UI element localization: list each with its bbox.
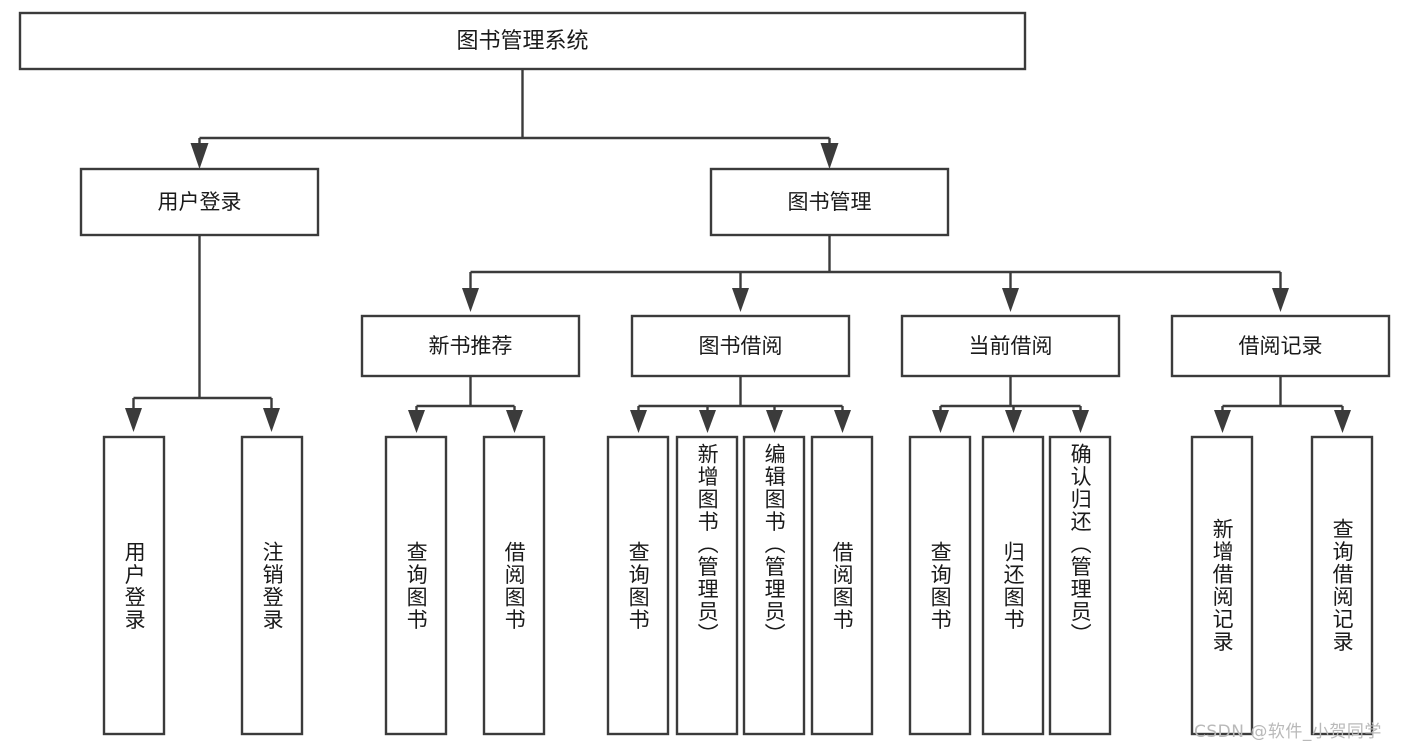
arrowhead-leaf-edit-book bbox=[766, 410, 783, 433]
connector-group-borrow-record bbox=[1214, 376, 1351, 433]
node-leaf-query-borrow-record-box[interactable] bbox=[1310, 435, 1374, 736]
node-book-borrow-box[interactable] bbox=[630, 314, 851, 378]
connector-group-current-borrow bbox=[932, 376, 1089, 433]
arrowhead-leaf-add-borrow-record bbox=[1214, 410, 1231, 433]
arrowhead-leaf-return-book bbox=[1005, 410, 1022, 433]
arrowhead-leaf-borrow-book-2 bbox=[834, 410, 851, 433]
arrowhead-leaf-add-book bbox=[699, 410, 716, 433]
arrowhead-new-book-recommend bbox=[462, 288, 479, 312]
node-book-manage-box[interactable] bbox=[709, 167, 950, 237]
node-user-login[interactable]: 用户登录 bbox=[79, 167, 320, 237]
node-leaf-borrow-book-1-box[interactable] bbox=[482, 435, 546, 736]
node-borrow-record-label: 借阅记录 bbox=[1239, 334, 1323, 358]
leaf-box-group bbox=[102, 435, 1374, 736]
node-user-login-label: 用户登录 bbox=[158, 190, 242, 214]
node-book-manage[interactable]: 图书管理 bbox=[709, 167, 950, 237]
node-root-box[interactable] bbox=[18, 11, 1027, 71]
node-new-book-recommend-label: 新书推荐 bbox=[429, 334, 513, 358]
node-leaf-add-book-box[interactable] bbox=[675, 435, 739, 736]
arrowhead-leaf-user-login bbox=[125, 408, 142, 432]
arrowhead-root-to-book-manage bbox=[820, 143, 839, 169]
node-book-borrow[interactable]: 图书借阅 bbox=[630, 314, 851, 378]
connector-group-book-manage bbox=[462, 235, 1289, 312]
node-leaf-query-book-1-box[interactable] bbox=[384, 435, 448, 736]
arrowhead-leaf-logout-login bbox=[263, 408, 280, 432]
arrowhead-current-borrow bbox=[1002, 288, 1019, 312]
arrowhead-borrow-record bbox=[1272, 288, 1289, 312]
node-leaf-query-book-3-box[interactable] bbox=[908, 435, 972, 736]
node-book-manage-label: 图书管理 bbox=[788, 190, 872, 214]
connector-group-new-book-recommend bbox=[408, 376, 523, 433]
arrowhead-leaf-confirm-return bbox=[1072, 410, 1089, 433]
node-borrow-record-box[interactable] bbox=[1170, 314, 1391, 378]
node-leaf-return-book-box[interactable] bbox=[981, 435, 1045, 736]
arrowhead-root-to-user-login bbox=[190, 143, 209, 169]
node-borrow-record[interactable]: 借阅记录 bbox=[1170, 314, 1391, 378]
node-current-borrow-box[interactable] bbox=[900, 314, 1121, 378]
arrowhead-leaf-query-book-2 bbox=[630, 410, 647, 433]
node-leaf-confirm-return-box[interactable] bbox=[1048, 435, 1112, 736]
arrowhead-leaf-borrow-book-1 bbox=[506, 410, 523, 433]
node-root[interactable]: 图书管理系统 bbox=[18, 11, 1027, 71]
arrowhead-book-borrow bbox=[732, 288, 749, 312]
arrowhead-leaf-query-book-3 bbox=[932, 410, 949, 433]
node-leaf-add-borrow-record-box[interactable] bbox=[1190, 435, 1254, 736]
node-book-borrow-label: 图书借阅 bbox=[699, 334, 783, 358]
connector-group-root bbox=[190, 69, 839, 169]
node-root-label: 图书管理系统 bbox=[456, 29, 588, 54]
connector-group-user-login bbox=[125, 235, 280, 432]
node-leaf-user-login-box[interactable] bbox=[102, 435, 166, 736]
node-new-book-recommend-box[interactable] bbox=[360, 314, 581, 378]
node-leaf-borrow-book-2-box[interactable] bbox=[810, 435, 874, 736]
arrowhead-leaf-query-borrow-record bbox=[1334, 410, 1351, 433]
node-leaf-logout-login-box[interactable] bbox=[240, 435, 304, 736]
node-leaf-query-book-2-box[interactable] bbox=[606, 435, 670, 736]
node-current-borrow[interactable]: 当前借阅 bbox=[900, 314, 1121, 378]
node-new-book-recommend[interactable]: 新书推荐 bbox=[360, 314, 581, 378]
node-leaf-edit-book-box[interactable] bbox=[742, 435, 806, 736]
connector-group-book-borrow bbox=[630, 376, 851, 433]
node-user-login-box[interactable] bbox=[79, 167, 320, 237]
arrowhead-leaf-query-book-1 bbox=[408, 410, 425, 433]
csdn-watermark: CSDN @软件_小贺同学 bbox=[1194, 722, 1382, 742]
node-current-borrow-label: 当前借阅 bbox=[969, 334, 1053, 358]
